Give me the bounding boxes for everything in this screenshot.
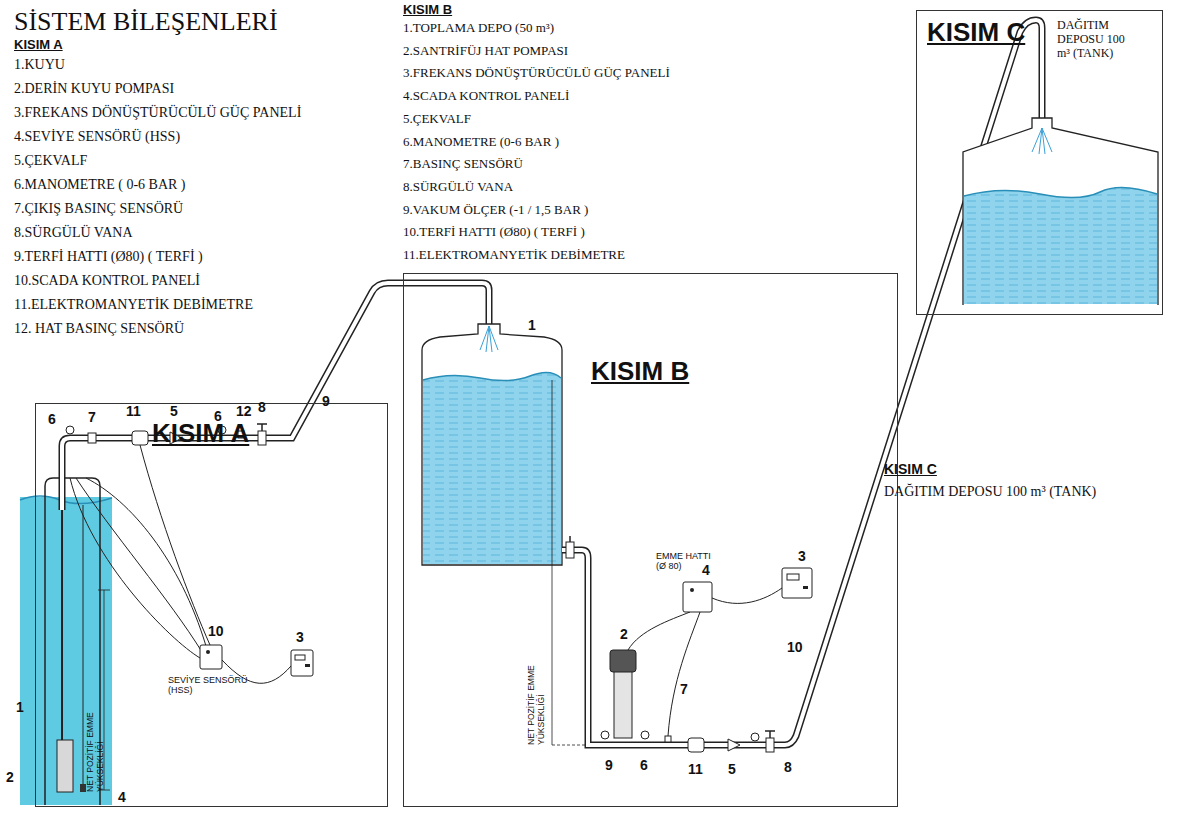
region-box: KISIM B: [403, 273, 898, 807]
collection-tank: [422, 324, 562, 565]
deep-well-pump: [57, 740, 73, 792]
list-item: 10.TERFİ HATTI (Ø80) ( TERFİ ): [403, 225, 585, 239]
list-item: 7.ÇIKIŞ BASINÇ SENSÖRÜ: [14, 201, 183, 216]
region-note: DAĞITIM DEPOSU 100 m³ (TANK): [1057, 19, 1135, 60]
callout-number: 7: [88, 410, 96, 425]
gate-valve: [258, 431, 266, 445]
dimension-label: NET POZİTİF EMME YÜKSEKLİĞİ: [527, 635, 547, 745]
scada-panel: [683, 582, 712, 612]
callout-number: 5: [728, 762, 736, 777]
list-item: 1.KUYU: [14, 57, 65, 72]
region-heading: KISIM C: [927, 17, 1025, 48]
callout-number: 10: [787, 640, 803, 655]
list-item: 5.ÇEKVALF: [403, 112, 471, 126]
list-heading: KISIM B: [403, 3, 452, 17]
scada-panel: [200, 645, 222, 669]
list-item: 12. HAT BASINÇ SENSÖRÜ: [14, 321, 184, 336]
list-item: 11.ELEKTROMANYETİK DEBİMETRE: [403, 248, 625, 262]
callout-number: 9: [605, 758, 613, 773]
dimension-label: NET POZİTİF EMME YÜKSEKLİĞİ: [86, 682, 106, 792]
callout-number: 3: [798, 549, 806, 564]
callout-number: 5: [170, 404, 178, 419]
distribution-tank: [963, 118, 1158, 305]
callout-number: 1: [528, 318, 536, 333]
callout-number: 1: [16, 700, 24, 715]
callout-number: 6: [640, 758, 648, 773]
callout-number: 6: [214, 409, 222, 424]
region-box: KISIM C DAĞITIM DEPOSU 100 m³ (TANK): [916, 10, 1163, 315]
sensor-label: SEVİYE SENSÖRÜ (HSS): [168, 676, 248, 696]
list-item: 10.SCADA KONTROL PANELİ: [14, 273, 200, 288]
callout-number: 7: [680, 682, 688, 697]
diagram-title: SİSTEM BİLEŞENLERİ: [14, 8, 278, 37]
list-item: 9.TERFİ HATTI (Ø80) ( TERFİ ): [14, 249, 203, 264]
list-item: 4.SEVİYE SENSÖRÜ (HSS): [14, 129, 180, 144]
callout-number: 4: [702, 563, 710, 578]
callout-number: 12: [236, 404, 252, 419]
level-sensor: [83, 505, 84, 788]
list-item: 3.FREKANS DÖNÜŞTÜRÜCÜLÜ GÜÇ PANELİ: [403, 66, 670, 80]
power-panel: [782, 568, 812, 598]
list-item: 6.MANOMETRE ( 0-6 BAR ): [14, 177, 186, 192]
callout-number: 9: [322, 394, 330, 409]
callout-number: 6: [48, 412, 56, 427]
list-item: 6.MANOMETRE (0-6 BAR ): [403, 135, 559, 149]
list-item: 5.ÇEKVALF: [14, 153, 87, 168]
list-item: 8.SÜRGÜLÜ VANA: [14, 225, 133, 240]
callout-number: 2: [620, 627, 628, 642]
callout-number: 11: [126, 404, 141, 419]
list-heading: KISIM C: [884, 462, 937, 477]
flowmeter: [132, 431, 148, 445]
list-item: 2.DERİN KUYU POMPASI: [14, 81, 174, 96]
list-heading: KISIM A: [14, 38, 63, 52]
list-item: 2.SANTRİFÜJ HAT POMPASI: [403, 44, 568, 58]
power-panel: [291, 650, 313, 676]
region-heading: KISIM A: [152, 418, 249, 449]
callout-number: 3: [296, 630, 304, 645]
list-item: 7.BASINÇ SENSÖRÜ: [403, 157, 523, 171]
well-water: [20, 497, 112, 805]
list-item: 9.VAKUM ÖLÇER (-1 / 1,5 BAR ): [403, 203, 588, 217]
callout-number: 8: [258, 400, 266, 415]
callout-number: 4: [118, 790, 126, 805]
list-item: 3.FREKANS DÖNÜŞTÜRÜCÜLÜ GÜÇ PANELİ: [14, 105, 301, 120]
list-item: DAĞITIM DEPOSU 100 m³ (TANK): [884, 484, 1096, 499]
region-heading: KISIM B: [591, 356, 689, 387]
callout-number: 8: [784, 760, 792, 775]
list-item: 8.SÜRGÜLÜ VANA: [403, 180, 513, 194]
list-item: 4.SCADA KONTROL PANELİ: [403, 89, 569, 103]
callout-number: 10: [208, 624, 224, 639]
list-item: 1.TOPLAMA DEPO (50 m³): [403, 21, 554, 35]
centrifugal-pump: [614, 670, 632, 738]
callout-number: 11: [688, 762, 703, 777]
list-item: 11.ELEKTROMANYETİK DEBİMETRE: [14, 297, 253, 312]
callout-number: 2: [6, 770, 14, 785]
